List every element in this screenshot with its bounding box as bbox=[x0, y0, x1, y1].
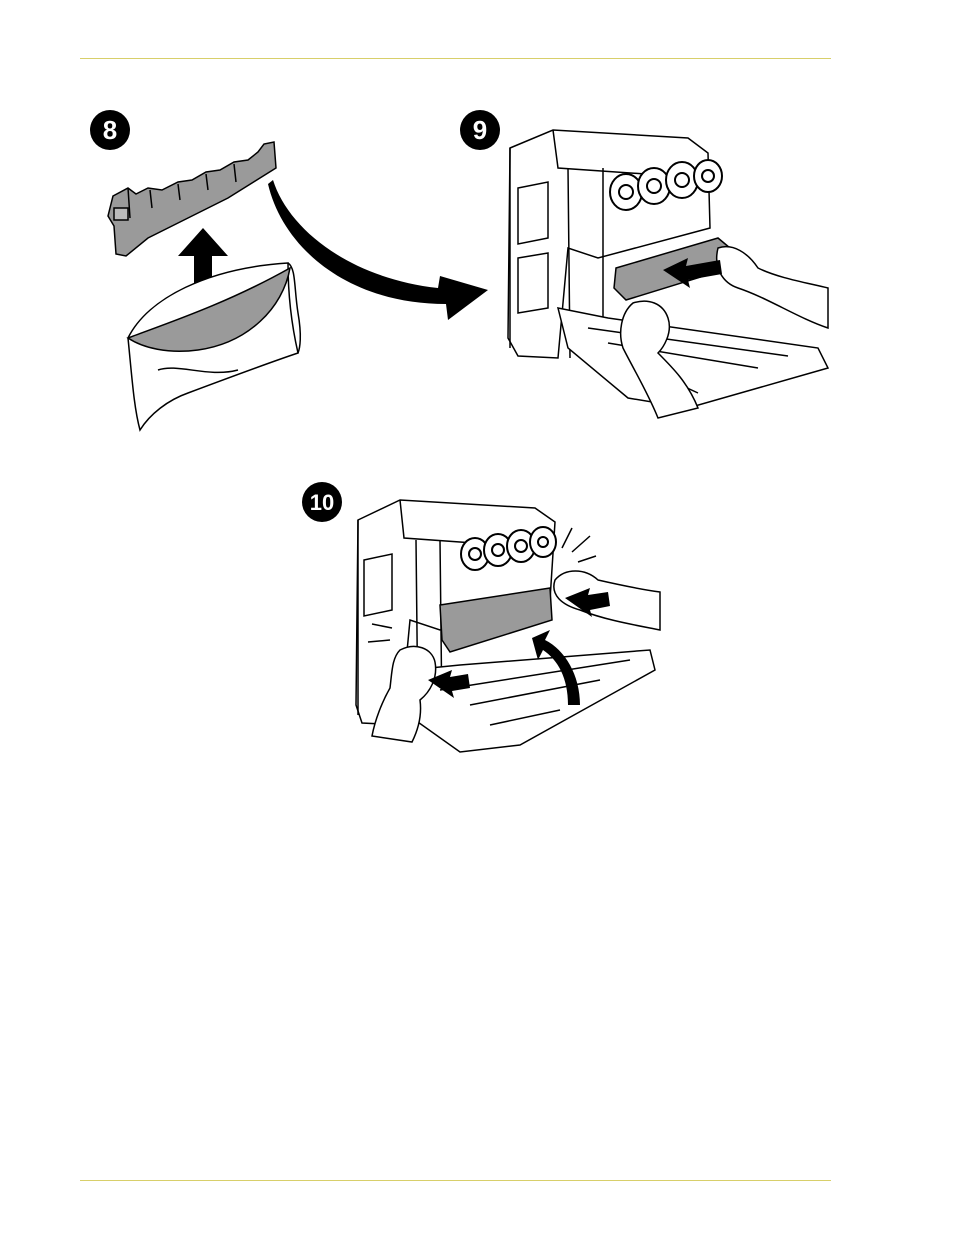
step-number: 8 bbox=[103, 115, 117, 145]
footer-rule bbox=[80, 1180, 831, 1181]
header-rule bbox=[80, 58, 831, 59]
bag-icon bbox=[128, 263, 300, 430]
waste-cartridge-icon bbox=[108, 142, 276, 256]
step-number: 10 bbox=[310, 490, 334, 515]
step-10-illustration: 10 bbox=[300, 480, 670, 770]
step-9-illustration: 9 bbox=[458, 108, 838, 428]
step-badge: 8 bbox=[90, 110, 130, 150]
step-number: 9 bbox=[473, 115, 487, 145]
step-badge: 10 bbox=[302, 482, 342, 522]
curved-arrow-icon bbox=[268, 180, 488, 320]
step-8-illustration: 8 bbox=[88, 108, 508, 438]
step-badge: 9 bbox=[460, 110, 500, 150]
